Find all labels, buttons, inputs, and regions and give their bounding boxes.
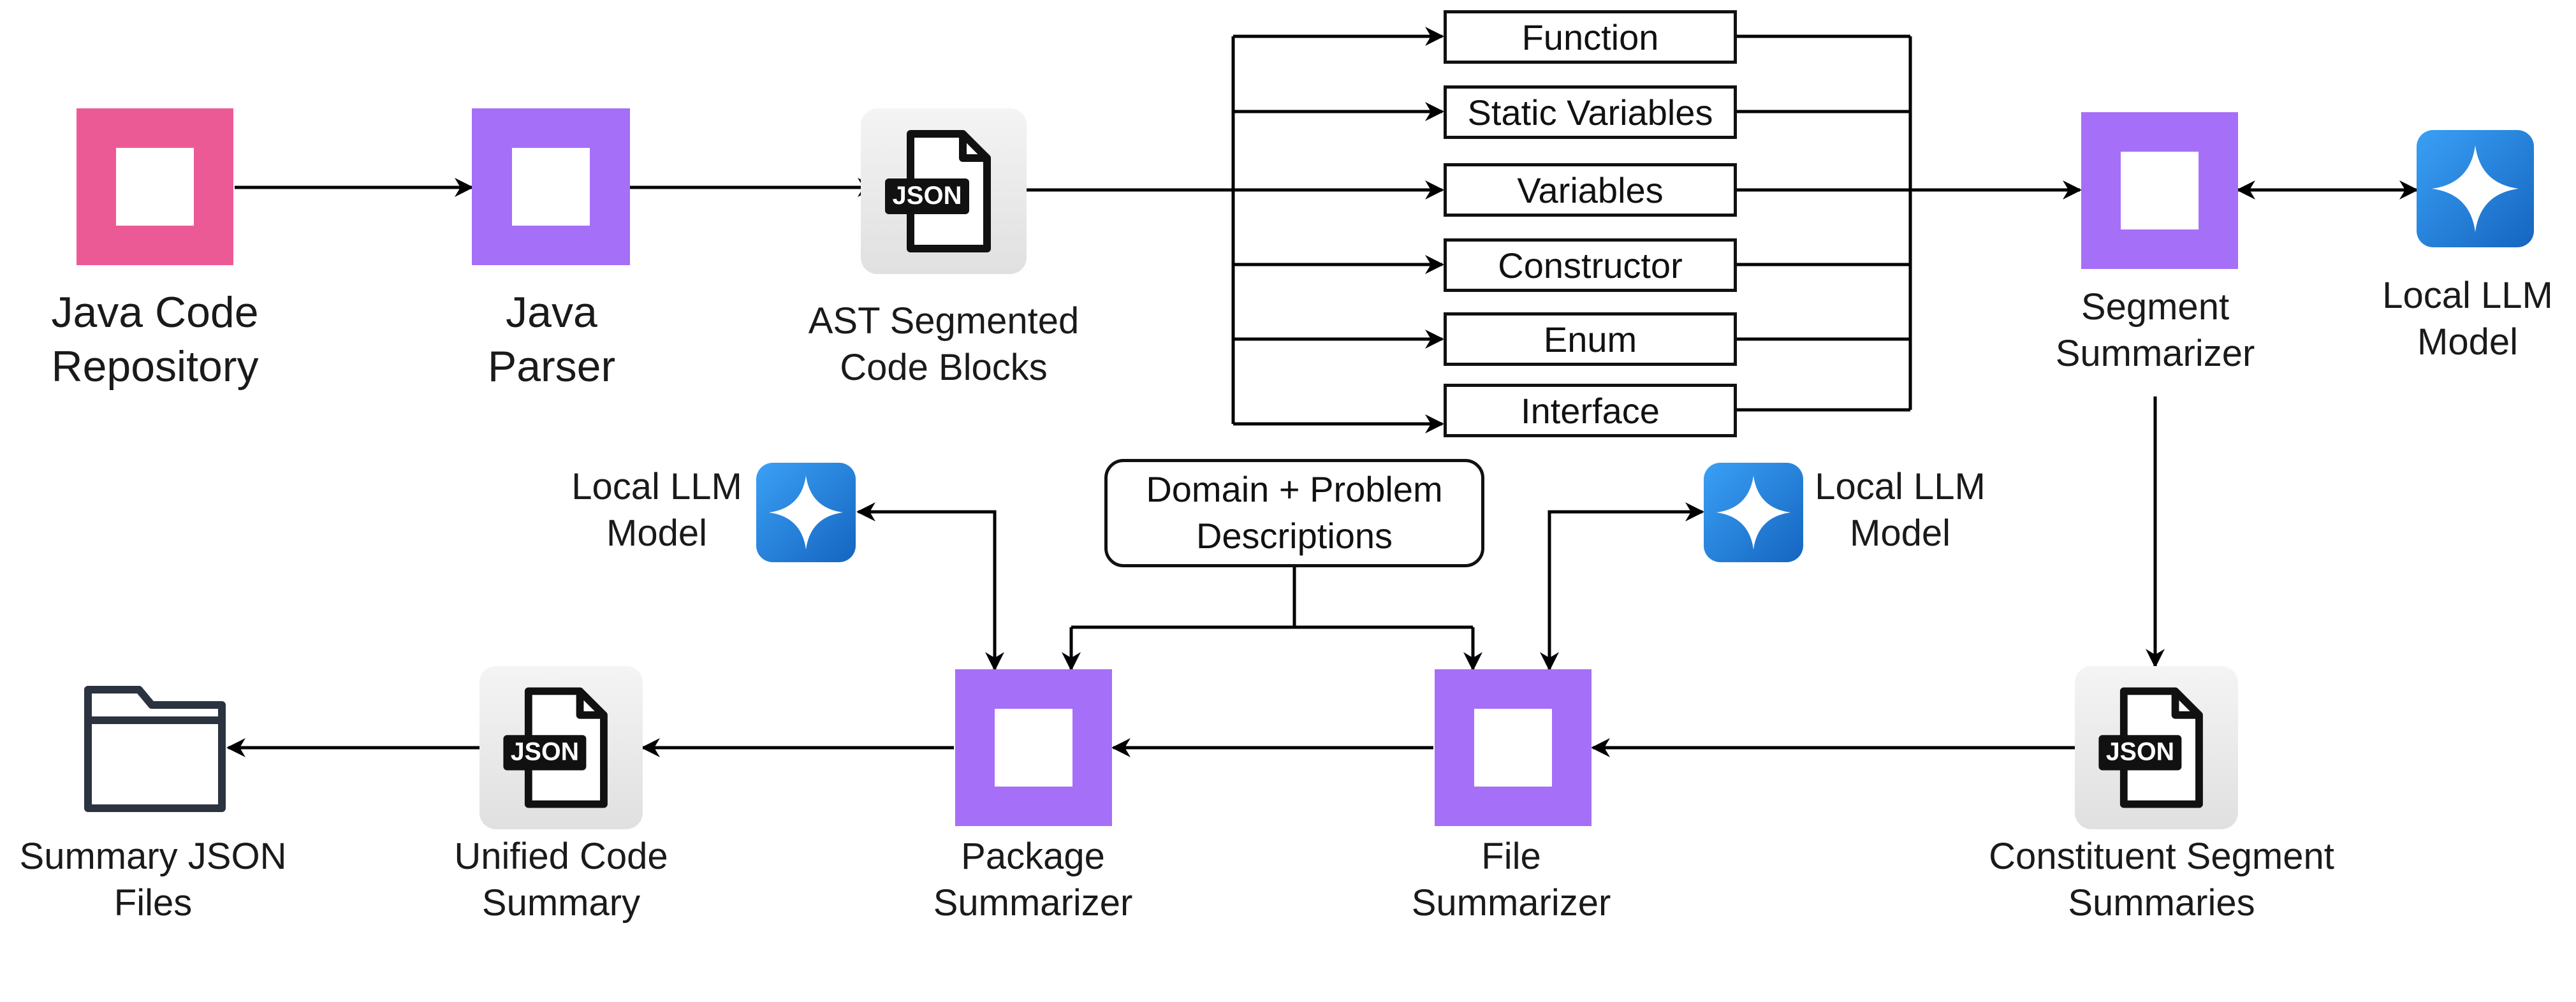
arrow-llm-package [856, 502, 1004, 671]
llm-mid-sparkle-icon [1704, 463, 1803, 562]
segment-summarizer-icon [2081, 112, 2238, 269]
json-badge-text: JSON [511, 738, 579, 766]
java-parser-icon [472, 108, 630, 265]
json-badge-text: JSON [893, 182, 962, 210]
segment-function: Function [1444, 10, 1737, 64]
ast-json-icon: JSON [861, 108, 1027, 274]
folder-icon [82, 682, 228, 816]
llm-left-sparkle-icon [756, 463, 856, 562]
arrow-llm-file [1540, 502, 1704, 671]
repository-icon [77, 108, 233, 265]
file-summarizer-icon [1435, 669, 1592, 826]
segment-constructor: Constructor [1444, 238, 1737, 292]
segment-interface: Interface [1444, 384, 1737, 437]
segment-variables: Variables [1444, 163, 1737, 217]
package-summarizer-icon [955, 669, 1112, 826]
unified-json-icon: JSON [479, 666, 643, 829]
segment-enum: Enum [1444, 312, 1737, 366]
json-badge-text: JSON [2106, 738, 2174, 766]
llm-top-sparkle-icon [2417, 130, 2534, 247]
segment-static-variables: Static Variables [1444, 85, 1737, 139]
constituent-json-icon: JSON [2075, 666, 2238, 829]
